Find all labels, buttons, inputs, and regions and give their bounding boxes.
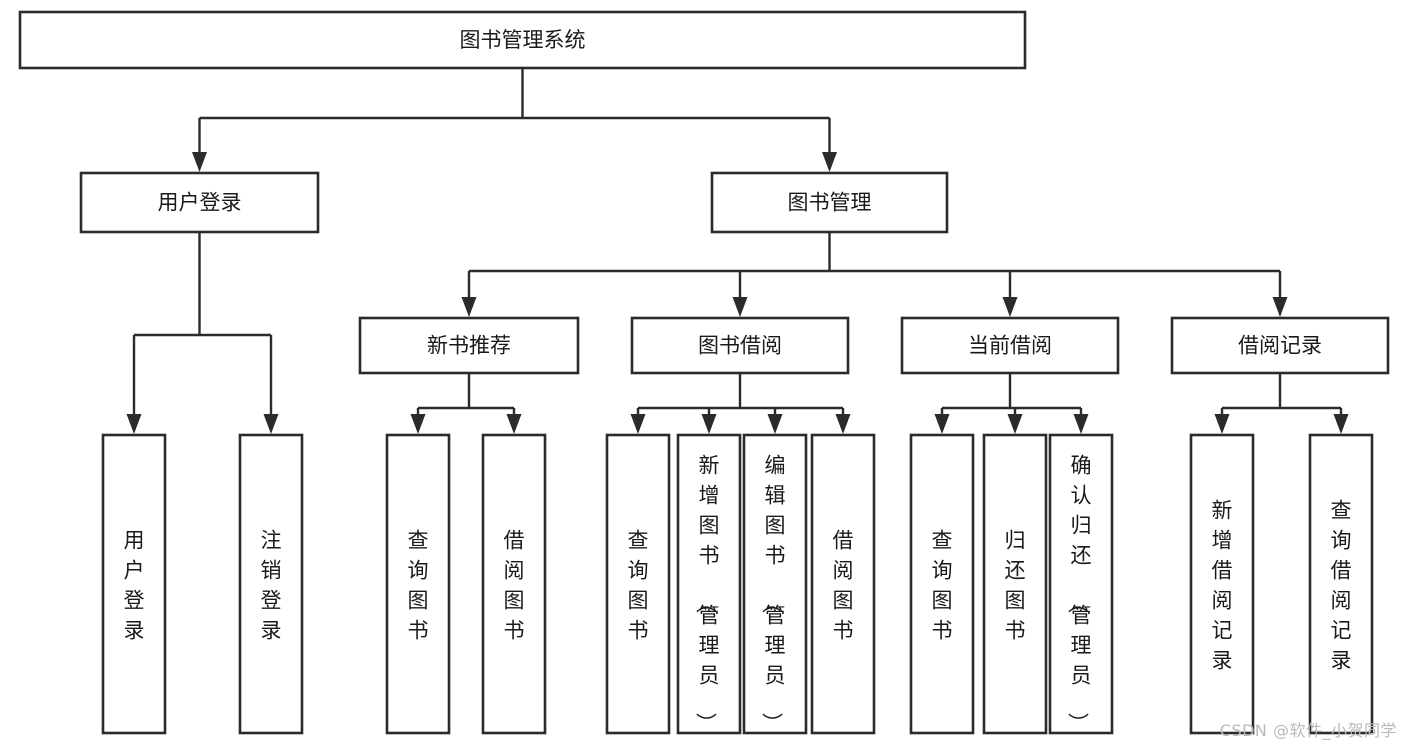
node-box xyxy=(630,316,850,375)
node-box xyxy=(1048,433,1114,735)
node-label: 借阅图书 xyxy=(833,528,854,642)
node-l_add_record[interactable]: 新增借阅记录 xyxy=(1189,433,1255,735)
node-label: 用户登录 xyxy=(124,528,145,642)
node-box xyxy=(79,171,320,234)
arrow-head-icon xyxy=(822,152,837,172)
arrow-head-icon xyxy=(1007,414,1023,434)
node-box xyxy=(358,316,580,375)
node-n_records[interactable]: 借阅记录 xyxy=(1170,316,1390,375)
node-label: 当前借阅 xyxy=(968,334,1052,358)
csdn-watermark: CSDN @软件_小贺同学 xyxy=(1219,721,1397,740)
node-label: 查询借阅记录 xyxy=(1331,498,1352,672)
node-label: 新增借阅记录 xyxy=(1212,498,1233,672)
node-box xyxy=(238,433,304,735)
arrow-head-icon xyxy=(192,152,207,172)
node-label: 新增图书（管理员） xyxy=(694,453,720,733)
node-box xyxy=(605,433,671,735)
arrow-head-icon xyxy=(1272,297,1288,317)
node-n_user_login[interactable]: 用户登录 xyxy=(79,171,320,234)
node-n_book_mgmt[interactable]: 图书管理 xyxy=(710,171,949,234)
node-label: 图书管理 xyxy=(788,191,872,215)
node-l_user_login[interactable]: 用户登录 xyxy=(101,433,167,735)
node-label: 图书管理系统 xyxy=(460,28,586,52)
node-box xyxy=(710,171,949,234)
arrow-head-icon xyxy=(126,414,142,434)
node-l_confirm_return[interactable]: 确认归还（管理员） xyxy=(1048,433,1114,735)
node-label: 借阅图书 xyxy=(504,528,525,642)
node-label: 新书推荐 xyxy=(427,334,511,358)
arrow-head-icon xyxy=(263,414,279,434)
node-box xyxy=(742,433,808,735)
arrow-head-icon xyxy=(732,297,748,317)
node-l_borrow_book_a[interactable]: 借阅图书 xyxy=(481,433,547,735)
arrow-head-icon xyxy=(1073,414,1089,434)
node-l_query_book_c[interactable]: 查询图书 xyxy=(909,433,975,735)
node-layer: 图书管理系统用户登录图书管理新书推荐图书借阅当前借阅借阅记录用户登录注销登录查询… xyxy=(18,10,1390,735)
node-box xyxy=(909,433,975,735)
node-box xyxy=(676,433,742,735)
node-label: 查询图书 xyxy=(628,528,649,642)
node-box xyxy=(1308,433,1374,735)
node-root[interactable]: 图书管理系统 xyxy=(18,10,1027,70)
node-box xyxy=(1189,433,1255,735)
arrow-head-icon xyxy=(1214,414,1230,434)
node-l_return_book[interactable]: 归还图书 xyxy=(982,433,1048,735)
node-box xyxy=(481,433,547,735)
node-label: 查询图书 xyxy=(408,528,429,642)
arrow-head-icon xyxy=(767,414,783,434)
arrow-head-icon xyxy=(1333,414,1349,434)
node-label: 归还图书 xyxy=(1005,528,1026,642)
arrow-head-icon xyxy=(1002,297,1018,317)
node-label: 注销登录 xyxy=(261,528,282,642)
node-l_query_book_b[interactable]: 查询图书 xyxy=(605,433,671,735)
node-box xyxy=(1170,316,1390,375)
arrow-head-icon xyxy=(701,414,717,434)
node-label: 图书借阅 xyxy=(698,334,782,358)
node-l_logout[interactable]: 注销登录 xyxy=(238,433,304,735)
node-label: 借阅记录 xyxy=(1238,334,1322,358)
node-l_query_record[interactable]: 查询借阅记录 xyxy=(1308,433,1374,735)
node-box xyxy=(385,433,451,735)
arrow-head-icon xyxy=(461,297,477,317)
arrow-head-icon xyxy=(934,414,950,434)
node-n_new_rec[interactable]: 新书推荐 xyxy=(358,316,580,375)
arrow-head-icon xyxy=(630,414,646,434)
node-l_query_book_a[interactable]: 查询图书 xyxy=(385,433,451,735)
node-l_edit_book[interactable]: 编辑图书（管理员） xyxy=(742,433,808,735)
arrow-head-icon xyxy=(410,414,426,434)
node-box xyxy=(101,433,167,735)
node-box xyxy=(810,433,876,735)
node-box xyxy=(900,316,1120,375)
node-box xyxy=(982,433,1048,735)
arrow-head-icon xyxy=(835,414,851,434)
node-label: 确认归还（管理员） xyxy=(1066,453,1092,733)
node-l_add_book[interactable]: 新增图书（管理员） xyxy=(676,433,742,735)
arrow-head-icon xyxy=(506,414,522,434)
connector-layer xyxy=(126,68,1349,434)
node-box xyxy=(18,10,1027,70)
node-l_borrow_book_b[interactable]: 借阅图书 xyxy=(810,433,876,735)
node-n_borrow[interactable]: 图书借阅 xyxy=(630,316,850,375)
node-label: 用户登录 xyxy=(158,191,242,215)
node-label: 查询图书 xyxy=(932,528,953,642)
node-n_current[interactable]: 当前借阅 xyxy=(900,316,1120,375)
node-label: 编辑图书（管理员） xyxy=(760,453,786,733)
